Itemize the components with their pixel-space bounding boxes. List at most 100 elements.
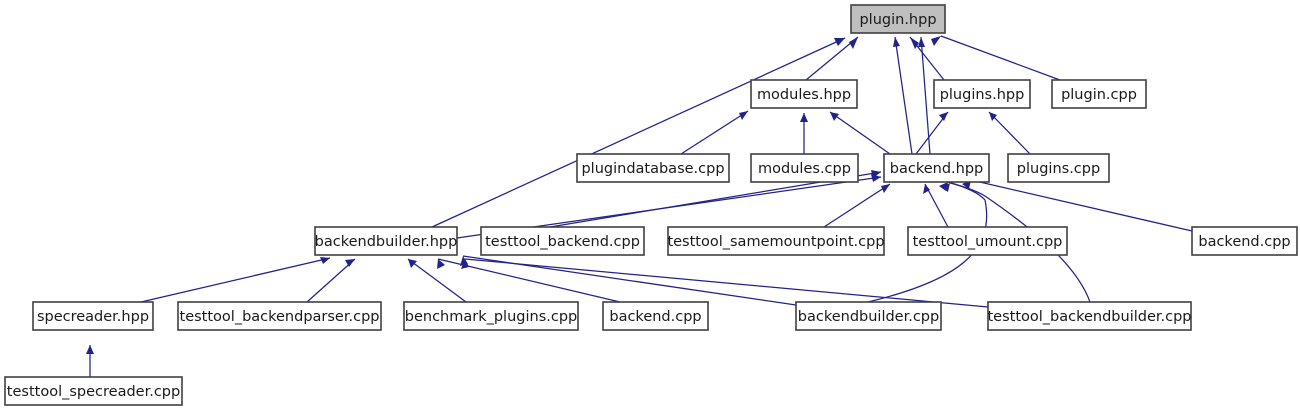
edge-line — [940, 35, 1061, 81]
edge-testtool_specreader_cpp-to-specreader_hpp — [86, 345, 94, 377]
node-testtool_specreader_cpp[interactable]: testtool_specreader.cpp — [4, 376, 183, 406]
node-box[interactable] — [32, 301, 154, 331]
node-plugin_hpp[interactable]: plugin.hpp — [850, 4, 946, 34]
node-box[interactable] — [4, 376, 183, 406]
node-box[interactable] — [1191, 226, 1298, 256]
edge-line — [140, 257, 331, 303]
node-plugindatabase_cpp[interactable]: plugindatabase.cpp — [576, 153, 730, 183]
arrowhead-icon — [408, 259, 417, 268]
arrowhead-icon — [939, 112, 948, 121]
node-box[interactable] — [177, 301, 382, 331]
edges-layer — [86, 35, 1193, 377]
node-backendbuilder_hpp[interactable]: backendbuilder.hpp — [314, 226, 458, 256]
node-modules_hpp[interactable]: modules.hpp — [750, 79, 858, 109]
node-box[interactable] — [667, 226, 885, 256]
edge-line — [894, 36, 913, 155]
node-testtool_backendbuilder_cpp[interactable]: testtool_backendbuilder.cpp — [987, 301, 1192, 331]
edge-plugindatabase_cpp-to-modules_hpp — [680, 110, 749, 155]
edge-benchmark_plugins_cpp-to-backendbuilder_hpp — [407, 258, 467, 303]
node-box[interactable] — [480, 226, 645, 256]
node-testtool_backend_cpp[interactable]: testtool_backend.cpp — [480, 226, 645, 256]
node-box[interactable] — [1051, 79, 1147, 109]
node-backend_cpp_mid[interactable]: backend.cpp — [602, 301, 709, 331]
edge-plugins_cpp-to-plugins_hpp — [988, 111, 1031, 155]
edge-backend_hpp-to-modules_hpp — [829, 111, 891, 155]
arrowhead-icon — [86, 345, 94, 354]
arrowhead-icon — [830, 112, 839, 121]
edge-testtool_samemountpoint_cpp-to-backend_hpp — [823, 183, 891, 228]
node-box[interactable] — [907, 226, 1068, 256]
node-box[interactable] — [883, 153, 990, 183]
edge-testtool_backendbuilder_cpp-to-backend_hpp — [941, 182, 1091, 303]
edge-line — [464, 258, 989, 308]
arrowhead-icon — [871, 174, 881, 182]
edge-line — [829, 111, 891, 155]
arrowhead-icon — [989, 112, 997, 121]
arrowhead-icon — [461, 259, 469, 269]
edge-testtool_umount_cpp-to-backend_hpp — [923, 183, 949, 228]
arrowhead-icon — [800, 113, 808, 122]
edge-line — [431, 37, 846, 228]
arrowhead-icon — [931, 36, 941, 46]
arrowhead-icon — [923, 184, 930, 194]
edge-line — [924, 183, 949, 228]
node-testtool_backendparser_cpp[interactable]: testtool_backendparser.cpp — [177, 301, 382, 331]
node-specreader_hpp[interactable]: specreader.hpp — [32, 301, 154, 331]
node-modules_cpp[interactable]: modules.cpp — [750, 153, 859, 183]
node-backendbuilder_cpp[interactable]: backendbuilder.cpp — [795, 301, 942, 331]
edge-backendbuilder_hpp-to-plugin_hpp — [431, 37, 846, 228]
arrowhead-icon — [345, 259, 355, 267]
arrowhead-icon — [941, 183, 950, 192]
edge-line — [988, 111, 1031, 155]
node-box[interactable] — [750, 153, 859, 183]
node-box[interactable] — [750, 79, 858, 109]
edge-line — [407, 258, 467, 303]
node-box[interactable] — [795, 301, 942, 331]
edge-line — [920, 36, 931, 155]
arrowhead-icon — [918, 37, 925, 47]
edge-line — [680, 110, 749, 155]
node-box[interactable] — [403, 301, 579, 331]
edge-line — [805, 36, 859, 81]
arrowhead-icon — [739, 111, 748, 120]
edge-line — [306, 258, 356, 303]
node-testtool_umount_cpp[interactable]: testtool_umount.cpp — [907, 226, 1068, 256]
arrowhead-icon — [849, 37, 858, 49]
edge-backend_hpp-to-plugin_hpp — [893, 36, 913, 155]
edge-line — [949, 182, 1091, 303]
node-benchmark_plugins_cpp[interactable]: benchmark_plugins.cpp — [403, 301, 579, 331]
node-box[interactable] — [602, 301, 709, 331]
arrowhead-icon — [893, 37, 900, 47]
node-plugin_cpp[interactable]: plugin.cpp — [1051, 79, 1147, 109]
nodes-layer: plugin.hpp modules.hpp plugins.hpp plugin.c… — [4, 4, 1298, 406]
edge-plugins_hpp-to-plugin_hpp — [909, 36, 945, 81]
edge-backend_hpp-to-plugin_hpp — [918, 36, 931, 155]
node-box[interactable] — [1007, 153, 1110, 183]
arrowhead-icon — [320, 257, 330, 264]
arrowhead-icon — [881, 184, 890, 193]
node-backend_hpp[interactable]: backend.hpp — [883, 153, 990, 183]
edge-modules_hpp-to-plugin_hpp — [805, 36, 859, 81]
arrowhead-icon — [834, 38, 845, 46]
edge-plugin_cpp-to-plugin_hpp — [931, 35, 1061, 81]
edge-modules_cpp-to-modules_hpp — [800, 113, 808, 154]
edge-backend_hpp-to-plugins_hpp — [915, 111, 949, 155]
node-box[interactable] — [314, 226, 458, 256]
arrowhead-icon — [437, 259, 445, 269]
arrowhead-icon — [910, 37, 919, 49]
node-plugins_cpp[interactable]: plugins.cpp — [1007, 153, 1110, 183]
node-box[interactable] — [987, 301, 1192, 331]
node-box[interactable] — [933, 79, 1031, 109]
node-box[interactable] — [576, 153, 730, 183]
edge-testtool_backendbuilder_cpp-to-backendbuilder_hpp — [461, 258, 989, 308]
edge-specreader_hpp-to-backendbuilder_hpp — [140, 257, 331, 303]
node-backend_cpp_right[interactable]: backend.cpp — [1191, 226, 1298, 256]
edge-line — [970, 179, 1193, 232]
edge-backend_cpp_right-to-backend_hpp — [962, 179, 1193, 232]
node-plugins_hpp[interactable]: plugins.hpp — [933, 79, 1031, 109]
node-box[interactable] — [850, 4, 946, 34]
edge-testtool_backendparser_cpp-to-backendbuilder_hpp — [306, 258, 356, 303]
node-testtool_samemountpoint_cpp[interactable]: testtool_samemountpoint.cpp — [667, 226, 885, 256]
